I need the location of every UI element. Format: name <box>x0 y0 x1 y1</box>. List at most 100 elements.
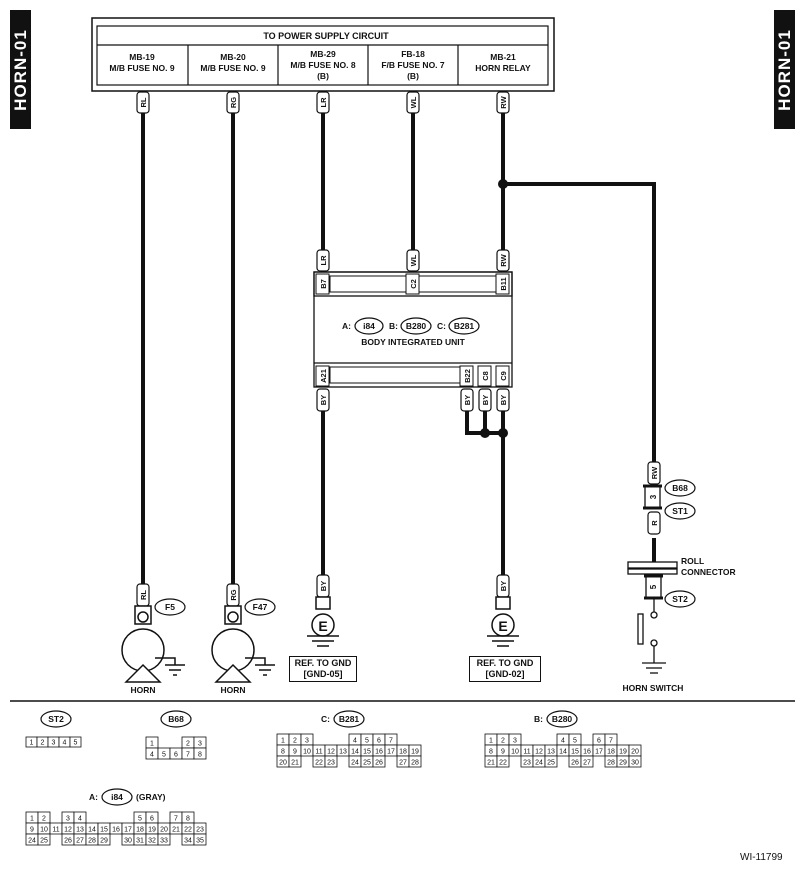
svg-text:LR: LR <box>319 255 328 266</box>
b280-pin-number: 19 <box>619 749 627 756</box>
b281-pin-number: 27 <box>399 760 407 767</box>
b280-pin-number: 15 <box>571 749 579 756</box>
svg-text:C:: C: <box>437 321 446 331</box>
b281-face-label: B281 <box>339 714 360 724</box>
svg-text:RW: RW <box>650 466 659 479</box>
document-id: WI-11799 <box>740 852 783 863</box>
horn-switch-label: HORN SWITCH <box>623 683 684 693</box>
b280-pin-cell <box>580 755 594 768</box>
ref-gnd05[interactable]: REF. TO GND [GND-05] <box>289 656 357 682</box>
wire-label-rl-top: RL <box>136 91 150 114</box>
i84-pin-number: 34 <box>184 838 192 845</box>
b280-pin-number: 26 <box>571 760 579 767</box>
b281-pin-cell <box>288 755 302 768</box>
i84-pin-number: 10 <box>40 827 48 834</box>
horn-2-label: HORN <box>220 685 245 695</box>
b281-face-prefix: C: <box>321 714 330 724</box>
b281-pin-cell <box>408 755 422 768</box>
ref-gnd05-line2: [GND-05] <box>303 669 343 679</box>
biu-pin-b22: B22 <box>463 369 472 383</box>
i84-pin-number: 6 <box>150 816 154 823</box>
fuse-3-desc: M/B FUSE NO. 8 <box>290 60 355 70</box>
biu-pin-a21: A21 <box>319 369 328 383</box>
horn-2 <box>211 605 275 683</box>
ref-gnd05-line1: REF. TO GND <box>294 658 352 668</box>
wire-label-rw-biu: RW <box>496 249 510 272</box>
wire-label-lr-top: LR <box>316 91 330 114</box>
b280-pin-number: 20 <box>631 749 639 756</box>
svg-text:R: R <box>650 520 659 526</box>
b280-pin-number: 21 <box>487 760 495 767</box>
wire-label-rw-top: RW <box>496 91 510 114</box>
i84-pin-number: 1 <box>30 816 34 823</box>
b280-pin-number: 3 <box>513 738 517 745</box>
b281-pin-number: 8 <box>281 749 285 756</box>
b68-pin-number: 1 <box>150 741 154 748</box>
svg-text:F5: F5 <box>165 602 175 612</box>
b281-pin-number: 1 <box>281 738 285 745</box>
wire-label-rw-switch: RW <box>647 461 661 485</box>
i84-pin-number: 22 <box>184 827 192 834</box>
biu-pin-b11: B11 <box>499 277 508 290</box>
i84-pin-cell <box>37 833 51 846</box>
i84-pin-number: 28 <box>88 838 96 845</box>
i84-pin-number: 21 <box>172 827 180 834</box>
svg-text:RL: RL <box>139 590 148 600</box>
b281-pin-number: 22 <box>315 760 323 767</box>
b281-pin-number: 28 <box>411 760 419 767</box>
svg-text:CONNECTOR: CONNECTOR <box>681 567 736 577</box>
b280-pin-number: 4 <box>561 738 565 745</box>
i84-pin-number: 16 <box>112 827 120 834</box>
b68-pin-number: 5 <box>162 752 166 759</box>
i84-pin-number: 31 <box>136 838 144 845</box>
i84-pin-number: 17 <box>124 827 132 834</box>
fuse-2-desc: M/B FUSE NO. 9 <box>200 63 265 73</box>
ref-gnd02[interactable]: REF. TO GND [GND-02] <box>469 656 541 682</box>
b280-pin-cell <box>544 755 558 768</box>
wire-label-by-c8: BY <box>478 388 492 412</box>
wire-label-by-gnd05: BY <box>316 574 330 598</box>
b280-pin-number: 29 <box>619 760 627 767</box>
power-supply-title: TO POWER SUPPLY CIRCUIT <box>263 31 389 41</box>
st2-pin-number: 4 <box>63 740 67 747</box>
b281-pin-number: 26 <box>375 760 383 767</box>
i84-pin-number: 29 <box>100 838 108 845</box>
svg-text:B:: B: <box>389 321 398 331</box>
right-page-tag: HORN-01 <box>774 10 795 129</box>
st2-callout: ST2 <box>664 590 696 608</box>
b68-pin-number: 3 <box>198 741 202 748</box>
b281-pin-number: 21 <box>291 760 299 767</box>
b280-pin-number: 5 <box>573 738 577 745</box>
b281-pin-number: 2 <box>293 738 297 745</box>
svg-text:RW: RW <box>499 253 508 266</box>
biu-conn-b: B280 <box>406 321 427 331</box>
b280-pin-number: 1 <box>489 738 493 745</box>
ground-gnd05-symbol <box>307 596 339 647</box>
b281-pin-number: 14 <box>351 749 359 756</box>
fuse-4-desc: F/B FUSE NO. 7 <box>381 60 445 70</box>
b281-pin-cell <box>372 755 386 768</box>
biu-pin-c8: C8 <box>481 371 490 381</box>
b280-pin-number: 6 <box>597 738 601 745</box>
b280-pin-number: 8 <box>489 749 493 756</box>
body-integrated-unit: B7 C2 B11 A21 B22 C8 C9 A: i84 B: B280 C… <box>313 271 513 388</box>
b280-pin-number: 28 <box>607 760 615 767</box>
fuse-5-desc: HORN RELAY <box>475 63 531 73</box>
fuse-1-desc: M/B FUSE NO. 9 <box>109 63 174 73</box>
biu-name: BODY INTEGRATED UNIT <box>361 337 465 347</box>
b281-face-callout <box>333 710 365 728</box>
svg-text:BY: BY <box>319 581 328 591</box>
svg-text:BY: BY <box>481 395 490 405</box>
fuse-4-id: FB-18 <box>401 49 425 59</box>
wire-junctions <box>480 179 508 438</box>
i84-pin-number: 11 <box>52 827 59 834</box>
wire-label-by-gnd02: BY <box>496 574 510 598</box>
b68-callout: B68 <box>672 483 688 493</box>
fuse-4-note: (B) <box>407 71 419 81</box>
horn-1 <box>121 605 185 683</box>
roll-connector: ROLL CONNECTOR <box>627 556 736 577</box>
ground-gnd02-symbol <box>487 596 519 647</box>
biu-pin-c9: C9 <box>499 371 508 381</box>
svg-text:ROLL: ROLL <box>681 556 704 566</box>
b68-pin-number: 7 <box>186 752 190 759</box>
